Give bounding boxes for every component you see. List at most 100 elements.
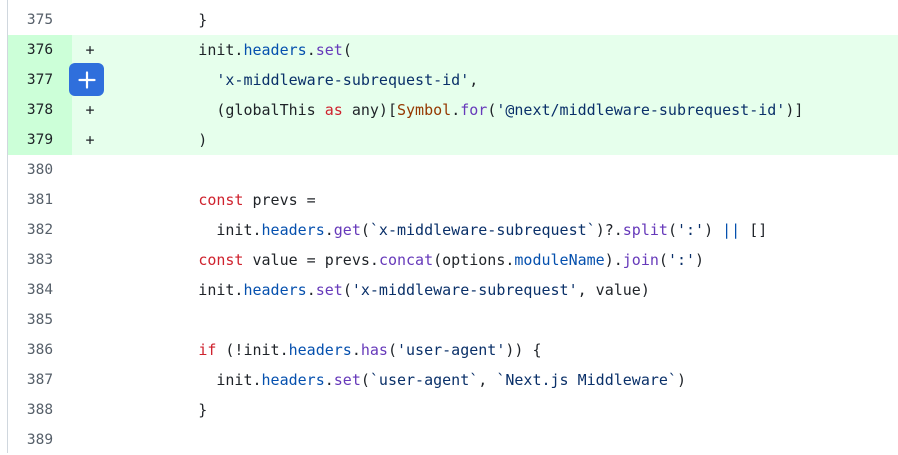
diff-line: 385 — [8, 305, 898, 335]
diff-line: 389 — [8, 425, 898, 455]
code-token: 'user-agent' — [397, 341, 506, 359]
code-token: `Next.js Middleware` — [496, 371, 677, 389]
code-line: init.headers.set('x-middleware-subreques… — [108, 275, 650, 305]
code-token: join — [622, 251, 659, 269]
code-token: ( — [342, 281, 352, 299]
code-line: init.headers.set( — [108, 35, 352, 65]
code-token: if — [198, 341, 217, 359]
line-number[interactable]: 387 — [26, 372, 54, 388]
code-token: (options. — [433, 251, 515, 269]
code-token: init. — [108, 281, 244, 299]
code-token: , — [478, 371, 497, 389]
code-token: headers — [261, 371, 325, 389]
code-token: const — [198, 251, 244, 269]
diff-line: 376 + init.headers.set( — [8, 35, 898, 65]
diff-line: 388 } — [8, 395, 898, 425]
code-token: ) — [108, 131, 208, 149]
line-number[interactable]: 377 — [8, 65, 72, 95]
code-token: init. — [108, 371, 262, 389]
code-token: const — [198, 191, 244, 209]
diff-marker: + — [85, 131, 95, 149]
code-token: for — [460, 101, 488, 119]
code-token: . — [324, 221, 334, 239]
code-token: moduleName — [514, 251, 605, 269]
code-line: (globalThis as any)[Symbol.for('@next/mi… — [108, 95, 803, 125]
code-token: . — [324, 371, 334, 389]
code-token: headers — [243, 281, 307, 299]
code-token: get — [333, 221, 361, 239]
code-token: split — [622, 221, 668, 239]
code-token — [108, 251, 198, 269]
diff-line: 382 init.headers.get(`x-middleware-subre… — [8, 215, 898, 245]
code-token: ( — [360, 371, 370, 389]
code-token: , value) — [577, 281, 650, 299]
code-token: Symbol — [397, 101, 452, 119]
code-token: } — [108, 401, 208, 419]
code-token: . — [451, 101, 461, 119]
code-token: ( — [658, 251, 668, 269]
code-token — [108, 71, 216, 89]
code-line: const value = prevs.concat(options.modul… — [108, 245, 704, 275]
code-token: any)[ — [342, 101, 397, 119]
code-token: . — [306, 41, 316, 59]
code-token: headers — [288, 341, 352, 359]
code-token: (!init. — [216, 341, 289, 359]
code-token: ). — [604, 251, 623, 269]
code-token: ( — [360, 221, 370, 239]
line-number[interactable]: 385 — [26, 312, 54, 328]
code-token: . — [351, 341, 361, 359]
diff-line: 383 const value = prevs.concat(options.m… — [8, 245, 898, 275]
diff-line: 384 init.headers.set('x-middleware-subre… — [8, 275, 898, 305]
add-comment-button[interactable] — [69, 63, 104, 96]
code-token: ':' — [676, 221, 705, 239]
code-line: init.headers.set(`user-agent`, `Next.js … — [108, 365, 686, 395]
code-token: `user-agent` — [369, 371, 479, 389]
code-token: )] — [785, 101, 804, 119]
line-number[interactable]: 381 — [26, 192, 54, 208]
line-number[interactable]: 384 — [26, 282, 54, 298]
code-token: 'x-middleware-subrequest-id' — [216, 71, 470, 89]
line-number[interactable]: 379 — [8, 125, 72, 155]
diff-line: 381 const prevs = — [8, 185, 898, 215]
code-token: concat — [378, 251, 434, 269]
code-token: ':' — [667, 251, 696, 269]
code-token: (globalThis — [108, 101, 325, 119]
code-token: '@next/middleware-subrequest-id' — [496, 101, 786, 119]
line-number[interactable]: 378 — [8, 95, 72, 125]
line-number[interactable]: 380 — [26, 162, 54, 178]
code-token: ) — [695, 251, 705, 269]
diff-line: 387 init.headers.set(`user-agent`, `Next… — [8, 365, 898, 395]
code-token: )) { — [505, 341, 542, 359]
code-token — [108, 341, 198, 359]
code-token: [] — [740, 221, 768, 239]
diff-line: 380 — [8, 155, 898, 185]
diff-marker: + — [85, 101, 95, 119]
code-token: . — [306, 281, 316, 299]
code-line: } — [108, 395, 207, 425]
diff-line: 386 if (!init.headers.has('user-agent'))… — [8, 335, 898, 365]
code-token: set — [333, 371, 361, 389]
diff-marker: + — [85, 41, 95, 59]
line-number[interactable]: 375 — [26, 12, 54, 28]
line-number[interactable]: 388 — [26, 402, 54, 418]
diff-line: 377 'x-middleware-subrequest-id', — [8, 65, 898, 95]
line-number[interactable]: 389 — [26, 432, 54, 448]
line-number[interactable]: 383 — [26, 252, 54, 268]
code-token: || — [722, 221, 741, 239]
code-token: ( — [487, 101, 497, 119]
line-number[interactable]: 382 — [26, 222, 54, 238]
line-number[interactable]: 376 — [8, 35, 72, 65]
code-token: ) — [704, 221, 723, 239]
code-line: if (!init.headers.has('user-agent')) { — [108, 335, 542, 365]
code-token: `x-middleware-subrequest` — [369, 221, 596, 239]
code-token: prevs = — [243, 191, 316, 209]
code-token: ( — [667, 221, 677, 239]
line-number[interactable]: 386 — [26, 342, 54, 358]
code-line: ) — [108, 125, 207, 155]
diff-line: 378 + (globalThis as any)[Symbol.for('@ne… — [8, 95, 898, 125]
code-line: const prevs = — [108, 185, 316, 215]
code-token: headers — [261, 221, 325, 239]
code-token: has — [360, 341, 388, 359]
code-token: set — [315, 41, 343, 59]
